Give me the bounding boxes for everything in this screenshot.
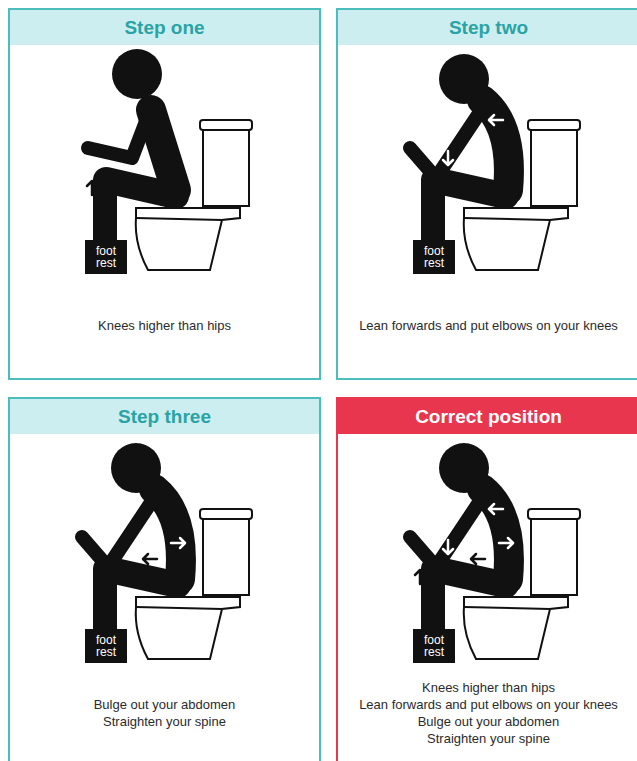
step-header-band: Step one	[10, 10, 319, 45]
toilet-illustration	[136, 120, 252, 270]
foot-rest-box: foot rest	[413, 240, 455, 274]
step-illustration	[82, 443, 252, 659]
instruction-text: Lean forwards and put elbows on your kne…	[344, 317, 633, 334]
step-instructions: Knees higher than hipsLean forwards and …	[338, 679, 637, 747]
step-header-band: Step two	[338, 10, 637, 45]
direction-arrow	[171, 538, 185, 548]
step-panel: Step oneKnees higher than hips foot rest	[8, 8, 321, 380]
instruction-text: Knees higher than hips	[344, 679, 633, 696]
direction-arrow	[499, 538, 513, 548]
step-panel: Step twoLean forwards and put elbows on …	[336, 8, 637, 380]
instruction-text: Knees higher than hips	[16, 317, 313, 334]
step-header-band: Correct position	[338, 399, 637, 434]
direction-arrow	[87, 181, 97, 195]
direction-arrow	[471, 554, 485, 564]
direction-arrow	[143, 554, 157, 564]
step-heading: Correct position	[415, 406, 562, 428]
toilet-illustration	[136, 509, 252, 659]
foot-rest-label: foot rest	[91, 245, 121, 269]
step-instructions: Bulge out your abdomenStraighten your sp…	[10, 696, 319, 730]
step-illustration	[410, 54, 580, 270]
foot-rest-label: foot rest	[91, 634, 121, 658]
foot-rest-label: foot rest	[419, 245, 449, 269]
step-panel: Step threeBulge out your abdomenStraight…	[8, 397, 321, 761]
step-instructions: Lean forwards and put elbows on your kne…	[338, 317, 637, 334]
direction-arrow	[489, 504, 503, 514]
instruction-text: Bulge out your abdomen	[344, 713, 633, 730]
direction-arrow	[443, 151, 453, 165]
step-illustration	[410, 443, 580, 659]
instruction-text: Bulge out your abdomen	[16, 696, 313, 713]
step-header-band: Step three	[10, 399, 319, 434]
sitting-figure	[410, 443, 509, 629]
instruction-text: Straighten your spine	[16, 713, 313, 730]
foot-rest-box: foot rest	[85, 240, 127, 274]
direction-arrow	[415, 570, 425, 584]
sitting-figure	[410, 54, 509, 240]
step-heading: Step two	[449, 17, 528, 39]
step-heading: Step three	[118, 406, 211, 428]
step-illustration	[87, 49, 252, 270]
direction-arrow	[443, 540, 453, 554]
foot-rest-box: foot rest	[85, 629, 127, 663]
instruction-text: Lean forwards and put elbows on your kne…	[344, 696, 633, 713]
step-instructions: Knees higher than hips	[10, 317, 319, 334]
sitting-figure	[82, 443, 181, 629]
sitting-figure	[88, 49, 176, 240]
toilet-illustration	[464, 509, 580, 659]
instruction-text: Straighten your spine	[344, 730, 633, 747]
direction-arrow	[489, 115, 503, 125]
step-panel: Correct positionKnees higher than hipsLe…	[336, 397, 637, 761]
foot-rest-box: foot rest	[413, 629, 455, 663]
foot-rest-label: foot rest	[419, 634, 449, 658]
toilet-illustration	[464, 120, 580, 270]
step-heading: Step one	[124, 17, 204, 39]
